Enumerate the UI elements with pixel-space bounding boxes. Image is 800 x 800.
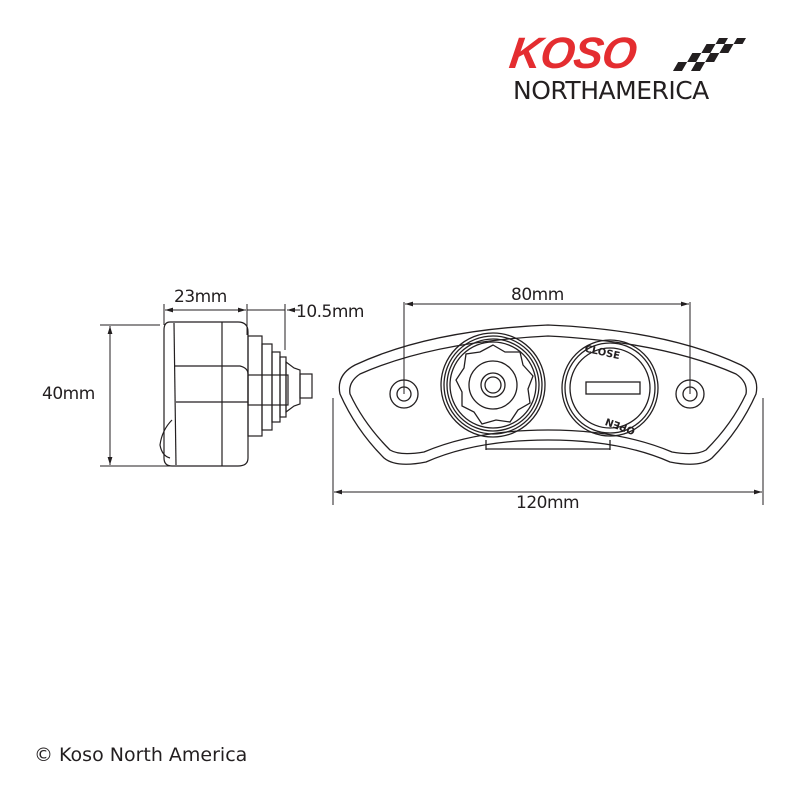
cap-close-label: CLOSE — [583, 344, 621, 362]
dimension-40mm-label: 40mm — [42, 384, 95, 404]
logo-subtitle-north: NORTH — [513, 76, 599, 105]
side-view-body — [159, 321, 313, 467]
front-view-bracket — [338, 324, 758, 465]
dimension-120mm-lines — [332, 398, 764, 505]
logo-subtitle-america: AMERICA — [598, 76, 710, 105]
copyright-text: © Koso North America — [34, 744, 248, 766]
dimension-80mm-lines — [403, 301, 691, 394]
dimension-10-5mm-label: 10.5mm — [296, 302, 364, 322]
dimension-80mm-label: 80mm — [511, 285, 564, 305]
dimension-23mm-lines — [163, 304, 300, 350]
dimension-40mm-lines — [100, 324, 170, 467]
dimension-23mm-label: 23mm — [174, 287, 227, 307]
logo-subtitle: NORTHAMERICA — [513, 76, 709, 106]
dimension-120mm-label: 120mm — [516, 493, 580, 513]
checkered-flag-icon — [672, 38, 748, 71]
